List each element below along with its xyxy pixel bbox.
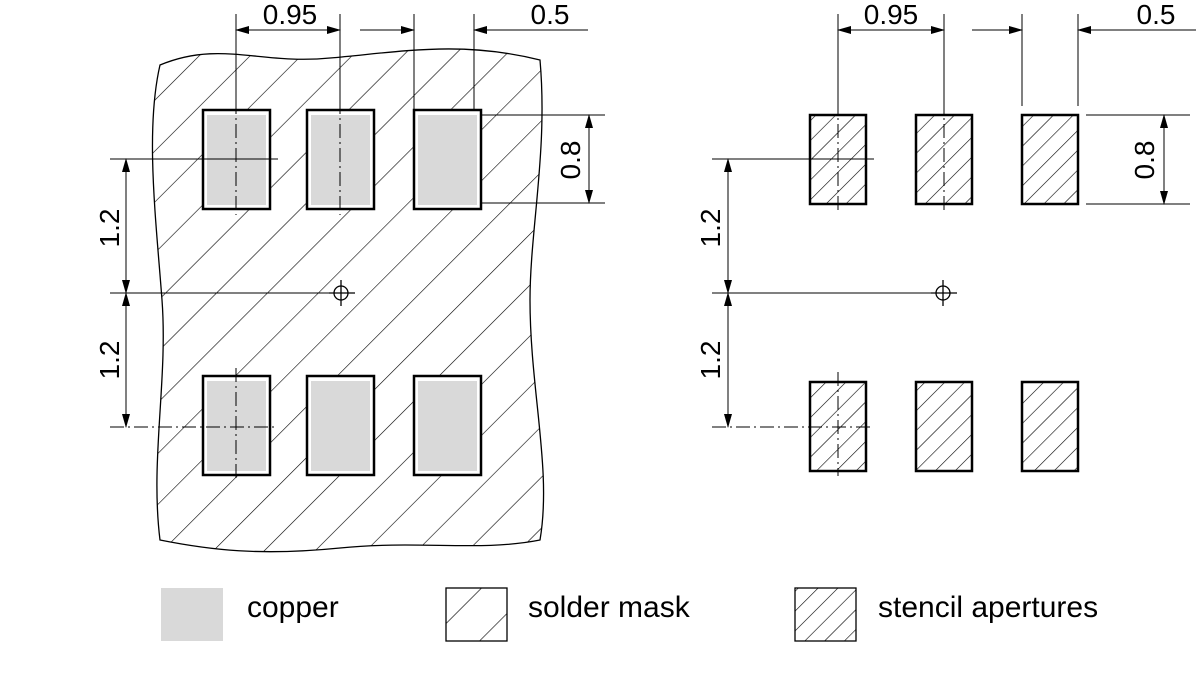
copper-fill — [418, 381, 477, 471]
dim-pitch-x: 0.95 — [864, 0, 919, 30]
dim-pitch-y-bottom: 1.2 — [695, 341, 726, 380]
stencil-swatch — [794, 587, 857, 642]
dim-pad-height: 0.8 — [1129, 141, 1160, 180]
dim-pad-height: 0.8 — [555, 141, 586, 180]
legend-label-solder-mask: solder mask — [528, 591, 691, 624]
dimension-lines — [122, 26, 593, 428]
stencil-aperture — [1020, 380, 1080, 473]
center-lines — [712, 100, 945, 476]
dim-pitch-y-top: 1.2 — [695, 209, 726, 248]
legend-label-stencil: stencil apertures — [878, 591, 1098, 624]
legend-label-copper: copper — [247, 591, 339, 624]
copper-fill — [418, 115, 477, 205]
origin-mark — [931, 280, 957, 306]
legend-item-solder-mask: solder mask — [445, 587, 691, 642]
legend-item-copper: copper — [161, 588, 339, 641]
copper-swatch — [161, 588, 223, 641]
legend: copper solder mask stencil apertures — [161, 587, 1098, 642]
left-view: 0.95 0.5 0.8 1.2 1.2 — [94, 0, 605, 553]
center-lines — [110, 100, 341, 480]
origin-mark — [329, 280, 355, 306]
dim-pitch-y-bottom: 1.2 — [94, 341, 125, 380]
dim-pad-width: 0.5 — [1137, 0, 1176, 30]
dim-pitch-y-top: 1.2 — [94, 209, 125, 248]
stencil-row-top — [808, 113, 1080, 206]
dimension-lines — [724, 26, 1196, 428]
solder-mask-swatch — [445, 587, 508, 642]
stencil-aperture — [914, 380, 974, 473]
stencil-aperture — [1020, 113, 1080, 206]
pad-row-bottom — [201, 374, 483, 477]
right-view: 0.95 0.5 0.8 1.2 1.2 — [695, 0, 1196, 476]
dim-pad-width: 0.5 — [531, 0, 570, 30]
copper-fill — [311, 381, 370, 471]
dim-pitch-x: 0.95 — [263, 0, 318, 30]
legend-item-stencil: stencil apertures — [794, 587, 1098, 642]
